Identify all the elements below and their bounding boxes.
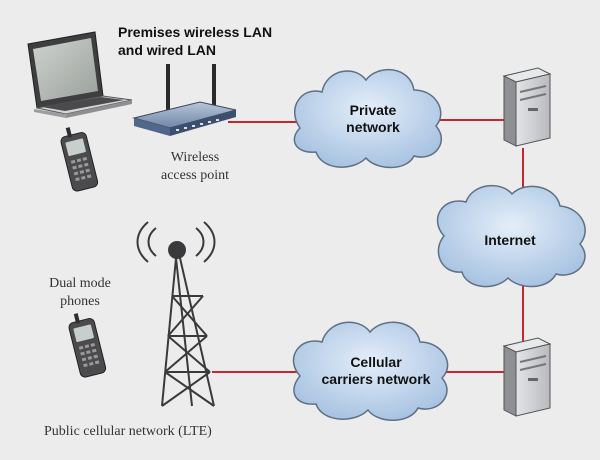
private-network-label: Private network	[318, 102, 428, 136]
cellular-network-label-line1: Cellular	[350, 354, 402, 370]
server-icon-top	[502, 67, 552, 147]
private-network-label-line2: network	[346, 118, 400, 135]
mobile-phone-icon-premises	[60, 127, 99, 192]
cellular-network-label-line2: carriers network	[321, 370, 431, 387]
mobile-phone-icon-dual-mode	[68, 313, 107, 378]
private-network-label-line1: Private	[349, 102, 397, 118]
internet-cloud	[436, 184, 586, 288]
cellular-network-label: Cellular carriers network	[306, 354, 446, 388]
premises-label: Premises wireless LAN and wired LAN	[118, 24, 272, 59]
cell-tower-icon	[136, 221, 216, 407]
dual-mode-label-line2: phones	[60, 293, 100, 309]
access-point-label-line2: access point	[160, 167, 230, 183]
premises-label-line1: Premises wireless LAN	[118, 24, 273, 40]
internet-label: Internet	[484, 232, 536, 248]
cellular-network-cloud	[292, 321, 449, 421]
wireless-router-icon	[132, 64, 237, 136]
lte-label: Public cellular network (LTE)	[44, 424, 212, 439]
server-icon-bottom	[502, 337, 552, 417]
laptop-icon	[27, 31, 133, 118]
dual-mode-label: Dual mode phones	[40, 275, 120, 310]
private-network-cloud	[293, 68, 442, 169]
premises-label-line2: and wired LAN	[118, 41, 217, 58]
access-point-label-line1: Wireless	[170, 150, 220, 165]
dual-mode-label-line1: Dual mode	[49, 276, 111, 291]
access-point-label: Wireless access point	[140, 149, 250, 184]
